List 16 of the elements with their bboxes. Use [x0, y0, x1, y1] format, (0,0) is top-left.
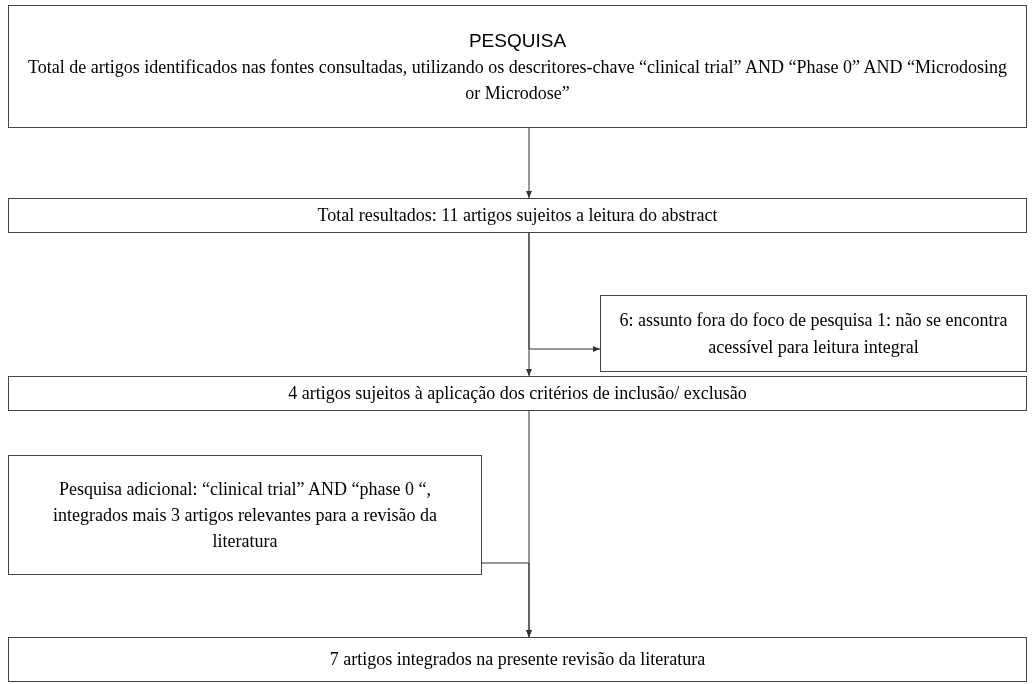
arrow — [526, 127, 532, 199]
process-box — [8, 455, 482, 575]
box-text: Pesquisa adicional: “clinical trial” AND “phase 0 “, integrados mais 3 artigos relevantes para a revisão da literatura — [52, 477, 438, 554]
arrow — [526, 410, 532, 638]
box-text: Total resultados: 11 artigos sujeitos a leitura do abstract — [317, 204, 718, 228]
box-heading: PESQUISA — [468, 28, 567, 53]
arrow — [526, 232, 532, 377]
box-text: 4 artigos sujeitos à aplicação dos critérios de inclusão/ exclusão — [288, 382, 747, 406]
process-box — [8, 637, 1027, 682]
box-text: Total de artigos identificados nas fontes consultadas, utilizando os descritores-chave “clinical trial” AND “Phase 0” AND “Microdosing or Microdose” — [27, 56, 1008, 106]
process-box — [8, 198, 1027, 233]
process-box — [600, 295, 1027, 372]
process-box — [8, 376, 1027, 411]
process-box — [8, 5, 1027, 128]
box-text: 7 artigos integrados na presente revisão da literatura — [329, 648, 706, 672]
box-text: 6: assunto fora do foco de pesquisa 1: não se encontra acessível para leitura integral — [618, 309, 1009, 359]
